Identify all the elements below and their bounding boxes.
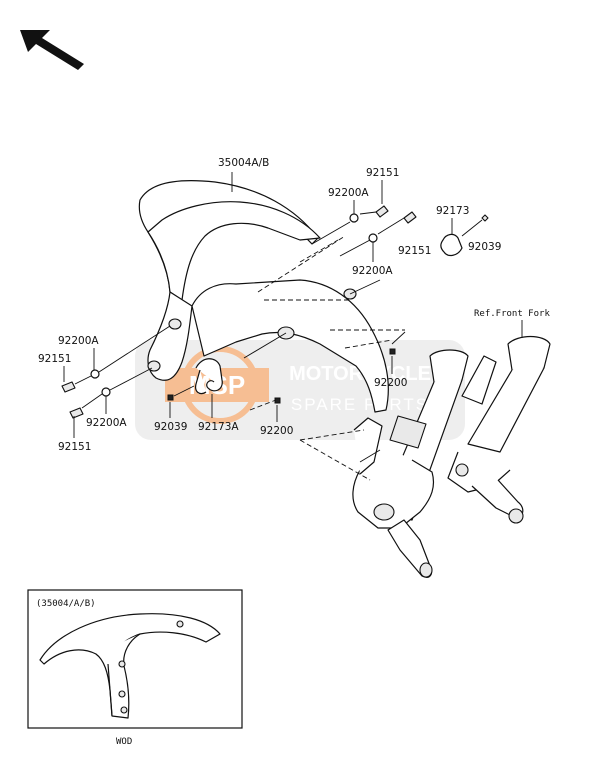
label-92173: 92173: [436, 205, 469, 217]
label-92151-mid: 92151: [398, 245, 431, 257]
hardware-top-right: [311, 205, 489, 257]
washer-92200A-lower: [101, 387, 111, 397]
washer-92200A-mid: [368, 233, 378, 243]
watermark-line1: MOTORCYCLE: [289, 363, 431, 385]
fender-boss-upper: [168, 318, 182, 330]
label-92151-top: 92151: [366, 167, 399, 179]
label-92151-lower: 92151: [58, 441, 91, 453]
label-92200A-lower: 92200A: [86, 417, 127, 429]
clip-92173: [440, 233, 463, 257]
washer-92200A-left: [90, 369, 100, 379]
label-35004AB: 35004A/B: [218, 157, 269, 169]
label-ref-front-fork: Ref.Front Fork: [474, 309, 550, 319]
inset-box: (35004/A/B) WOD: [27, 589, 243, 747]
label-92173A: 92173A: [198, 421, 239, 433]
clamp-92173A: [195, 358, 223, 395]
label-92200A-left: 92200A: [58, 335, 99, 347]
callout-labels: 35004A/B 92200A 92151 92173 92151 92039 …: [38, 157, 550, 453]
inset-caption: WOD: [116, 737, 132, 747]
front-fork-right: [447, 335, 551, 524]
washer-92200A-top: [349, 213, 359, 223]
label-92200A-top: 92200A: [328, 187, 369, 199]
label-92200-right: 92200: [374, 377, 407, 389]
front-direction-arrow-icon: [20, 30, 84, 70]
label-92200A-mid: 92200A: [352, 265, 393, 277]
front-fork-left: [352, 349, 469, 578]
watermark-line2: SPARE PARTS: [291, 395, 429, 414]
inset-title: (35004/A/B): [36, 599, 96, 609]
washer-92200-right: [389, 348, 396, 355]
screw-92039-left: [167, 394, 174, 401]
label-92151-left: 92151: [38, 353, 71, 365]
clamp-assembly: [167, 331, 406, 411]
label-92200-center: 92200: [260, 425, 293, 437]
hardware-left: [61, 325, 171, 419]
front-fender: [138, 180, 389, 413]
label-92039-left: 92039: [154, 421, 187, 433]
label-92039-right: 92039: [468, 241, 501, 253]
